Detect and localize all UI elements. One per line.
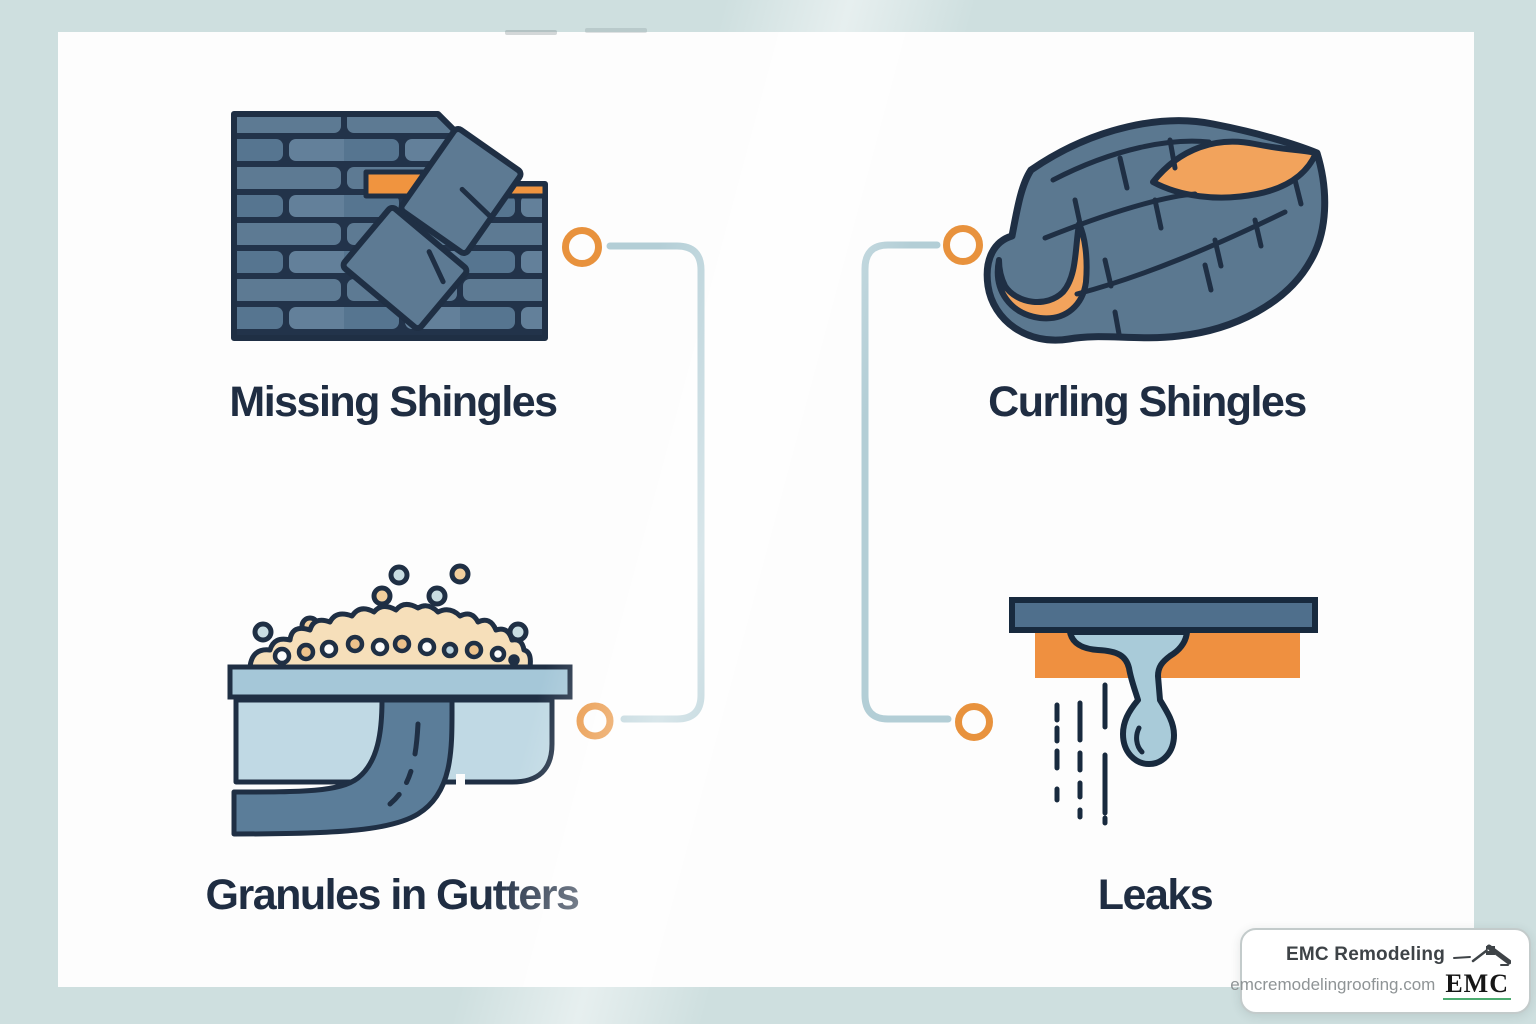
label-curling-shingles: Curling Shingles xyxy=(988,378,1307,426)
right-bracket-connector xyxy=(861,241,952,723)
label-granules-in-gutters: Granules in Gutters xyxy=(205,871,580,919)
ring-leaks xyxy=(955,703,993,741)
left-bracket-connector xyxy=(606,242,705,723)
roof-icon xyxy=(1453,944,1511,966)
ring-curling-shingles xyxy=(943,225,983,265)
brand-row-bottom: emcremodelingroofing.com EMC xyxy=(1230,970,1511,1001)
brand-box: EMC Remodeling emcremodelingroofing.com … xyxy=(1230,928,1531,1014)
brand-row-top: EMC Remodeling xyxy=(1286,942,1511,968)
ring-granules-in-gutters xyxy=(576,702,614,740)
label-leaks: Leaks xyxy=(1097,871,1214,919)
label-missing-shingles: Missing Shingles xyxy=(229,378,558,426)
ring-missing-shingles xyxy=(562,227,602,267)
brand-logo-emc: EMC xyxy=(1443,970,1511,1001)
brand-website: emcremodelingroofing.com xyxy=(1230,974,1436,994)
brand-company: EMC Remodeling xyxy=(1285,943,1445,965)
connector-rings xyxy=(562,225,993,741)
